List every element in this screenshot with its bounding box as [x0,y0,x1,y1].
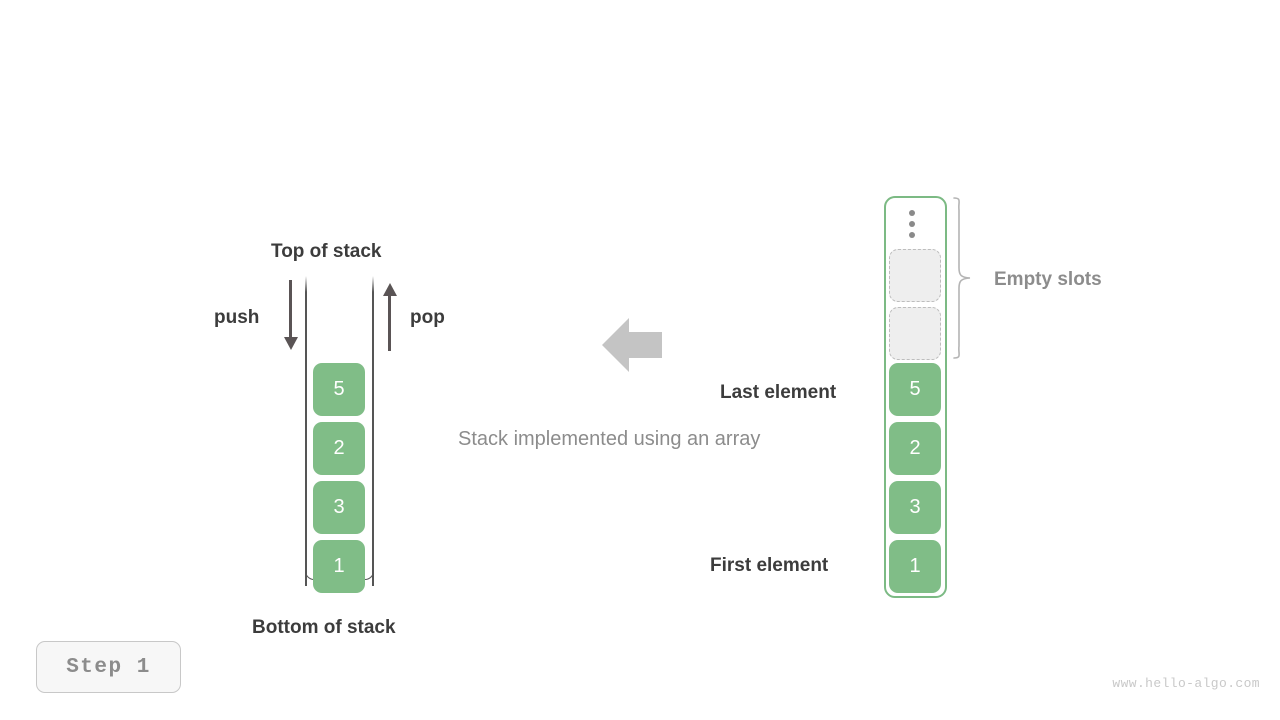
array-cell[interactable]: 5 [889,363,941,416]
push-label: push [214,307,260,328]
stack-wall-left [305,276,307,586]
pop-label: pop [410,307,445,328]
stack-cell[interactable]: 3 [313,481,365,534]
stack-cell[interactable]: 2 [313,422,365,475]
stack-cell[interactable]: 1 [313,540,365,593]
top-of-stack-label: Top of stack [271,241,382,262]
watermark: www.hello-algo.com [1112,676,1260,691]
array-cell[interactable]: 2 [889,422,941,475]
stack-cell[interactable]: 5 [313,363,365,416]
diagram-caption: Stack implemented using an array [458,428,761,450]
array-cell[interactable]: 1 [889,540,941,593]
bottom-of-stack-label: Bottom of stack [252,617,396,638]
array-cell[interactable]: 3 [889,481,941,534]
array-container [884,196,947,598]
last-element-label: Last element [720,382,837,403]
empty-slots-label: Empty slots [994,269,1102,290]
array-empty-slot[interactable] [889,307,941,360]
left-arrow-icon [602,318,662,372]
first-element-label: First element [710,555,829,576]
vertical-dots-icon [909,210,915,238]
step-badge: Step 1 [36,641,181,693]
array-empty-slot[interactable] [889,249,941,302]
stack-wall-right [372,276,374,586]
empty-slots-brace-icon [953,197,971,359]
